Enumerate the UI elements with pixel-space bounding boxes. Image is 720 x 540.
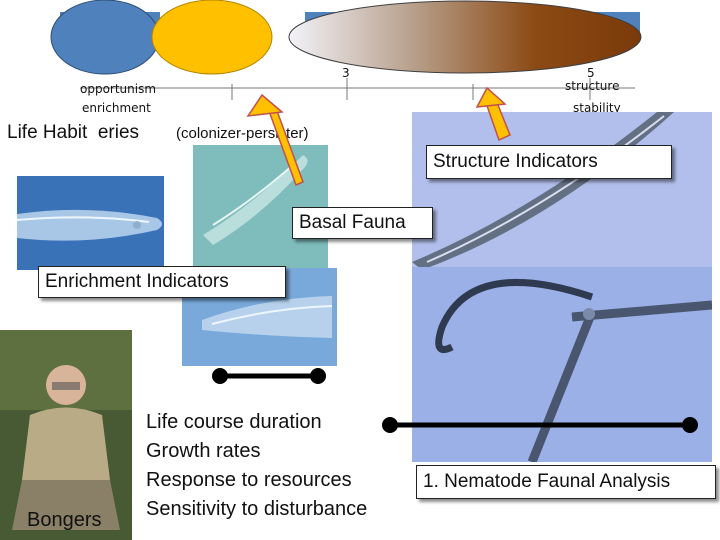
trait-list: Life course duration Growth rates Respon…	[146, 408, 367, 524]
nematode-photo-blue	[17, 176, 164, 270]
cp-scale-graphic	[50, 0, 642, 100]
enrichment-to-cp2-arrow	[246, 93, 304, 187]
short-duration-bar	[212, 368, 326, 384]
bongers-caption: Bongers	[27, 509, 102, 531]
long-duration-bar	[382, 417, 698, 433]
scale-label-enrichment: enrichment	[82, 101, 151, 115]
scale-label-structure: structure	[565, 79, 620, 93]
enrichment-indicators-box: Enrichment Indicators	[38, 266, 286, 298]
structure-to-cp5-arrow	[475, 86, 511, 142]
trait-item: Growth rates	[146, 440, 261, 462]
trait-item: Life course duration	[146, 411, 322, 433]
life-history-series-title: Life Habit eries	[7, 122, 140, 143]
scale-tick-label-5: 5	[587, 66, 595, 80]
trait-item: Response to resources	[146, 469, 352, 491]
nematode-photo-curved	[412, 267, 712, 462]
basal-fauna-box: Basal Fauna	[292, 207, 433, 239]
cp2-ellipse	[151, 0, 273, 75]
scale-label-opportunism: opportunism	[80, 82, 157, 96]
scale-label-stability: stability	[573, 101, 621, 115]
nematode-photo-basal	[182, 268, 337, 366]
trait-item: Sensitivity to disturbance	[146, 498, 368, 520]
bongers-portrait-photo	[0, 330, 132, 540]
scale-tick-label-3: 3	[342, 66, 350, 80]
cp3-5-ellipse	[288, 0, 642, 74]
structure-indicators-box: Structure Indicators	[426, 145, 672, 179]
nematode-faunal-analysis-box: 1. Nematode Faunal Analysis	[416, 465, 716, 499]
